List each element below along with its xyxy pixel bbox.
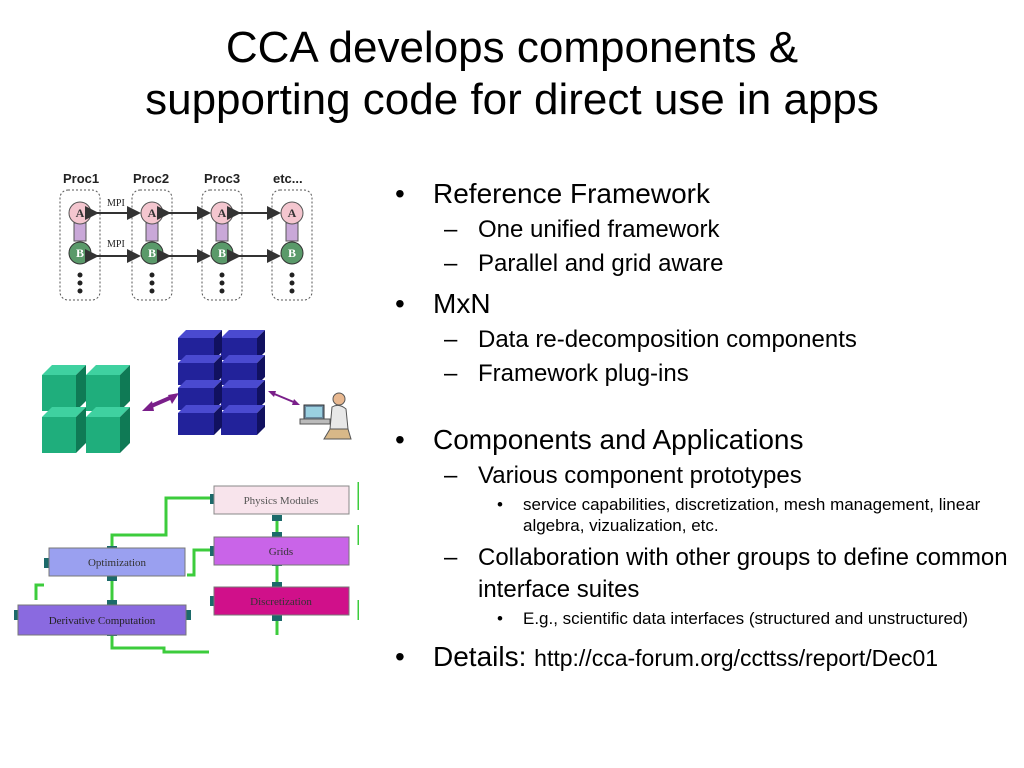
bullet-marker: •	[497, 495, 503, 514]
mxn-right-arrow	[268, 391, 300, 405]
proc-container-etc	[271, 189, 313, 301]
ab-link	[73, 222, 87, 242]
proc-column-2: A B	[140, 201, 164, 294]
proc-label-1: Proc1	[63, 171, 99, 186]
optimization-label: Optimization	[88, 557, 147, 569]
component-diagram: Physics Modules Grids Discretization Opt…	[14, 480, 359, 658]
slide-title: CCA develops components & supporting cod…	[0, 22, 1024, 126]
bullet-marker: •	[395, 424, 405, 455]
proc-label-2: Proc2	[133, 171, 169, 186]
sub-bullet-text: Data re-decomposition components	[478, 326, 857, 353]
proc-diagram: Proc1 Proc2 Proc3 etc... A B A B	[50, 168, 320, 306]
dash-marker: –	[444, 462, 458, 489]
bullet-marker: •	[497, 609, 503, 628]
dash-marker: –	[444, 216, 458, 243]
sub-sub-bullet-eg-scientific: • E.g., scientific data interfaces (stru…	[393, 608, 1018, 629]
node-b-label: B	[148, 246, 156, 260]
proc-column-etc: A B	[280, 201, 304, 294]
bullet-text: Components and Applications	[433, 424, 804, 455]
bullet-text: Reference Framework	[433, 178, 710, 209]
optimization-box: Optimization	[48, 547, 186, 577]
sub-bullet-text: Various component prototypes	[478, 462, 802, 489]
grids-box: Grids	[213, 536, 350, 566]
proc-label-3: Proc3	[204, 171, 240, 186]
green-blocks	[42, 365, 130, 453]
sub-bullet-data-redecomp: – Data re-decomposition components	[393, 324, 1018, 356]
ab-link	[145, 222, 159, 242]
physics-modules-label: Physics Modules	[244, 495, 319, 507]
physics-modules-box: Physics Modules	[213, 485, 350, 515]
discretization-label: Discretization	[250, 596, 312, 608]
proc-container-3	[201, 189, 243, 301]
sub-bullet-parallel-grid: – Parallel and grid aware	[393, 248, 1018, 280]
dash-marker: –	[444, 326, 458, 353]
bullet-components-apps: • Components and Applications	[393, 422, 1018, 458]
node-a-label: A	[148, 206, 157, 220]
bullet-mxn: • MxN	[393, 286, 1018, 322]
details-label: Details:	[433, 641, 527, 672]
grids-label: Grids	[269, 546, 293, 558]
node-a-label: A	[288, 206, 297, 220]
user-at-computer-icon	[299, 392, 352, 440]
sub-bullet-framework-plugins: – Framework plug-ins	[393, 358, 1018, 390]
bullet-list: • Reference Framework – One unified fram…	[393, 170, 1018, 676]
mpi-label-top: MPI	[107, 198, 125, 209]
sub-bullet-text: One unified framework	[478, 216, 720, 243]
sub-bullet-one-unified: – One unified framework	[393, 214, 1018, 246]
bullet-text: MxN	[433, 288, 491, 319]
title-line-1: CCA develops components &	[225, 23, 799, 72]
mpi-label-bottom: MPI	[107, 239, 125, 250]
proc-label-etc: etc...	[273, 171, 303, 186]
sub-bullet-collaboration: – Collaboration with other groups to def…	[393, 542, 1018, 606]
proc-column-3: A B	[210, 201, 234, 294]
blue-blocks	[178, 330, 265, 435]
node-b	[280, 241, 304, 265]
node-b-label: B	[288, 246, 296, 260]
title-line-2: supporting code for direct use in apps	[145, 75, 879, 124]
bullet-reference-framework: • Reference Framework	[393, 176, 1018, 212]
details-url-link[interactable]: http://cca-forum.org/ccttss/report/Dec01	[534, 645, 939, 671]
node-b-label: B	[218, 246, 226, 260]
sub-bullet-text: Parallel and grid aware	[478, 250, 724, 277]
dash-marker: –	[444, 360, 458, 387]
bullet-details: • Details: http://cca-forum.org/ccttss/r…	[393, 639, 1018, 676]
node-a-label: A	[218, 206, 227, 220]
sub-bullet-various-prototypes: – Various component prototypes	[393, 460, 1018, 492]
mxn-diagram	[36, 325, 366, 460]
dash-marker: –	[444, 544, 458, 571]
sub-sub-bullet-text: service capabilities, discretization, me…	[523, 495, 981, 535]
bullet-marker: •	[395, 288, 405, 319]
bullet-marker: •	[395, 178, 405, 209]
sub-bullet-text: Collaboration with other groups to defin…	[478, 544, 1008, 603]
ab-link	[215, 222, 229, 242]
mxn-left-arrow	[142, 393, 179, 411]
sub-sub-bullet-service-caps: • service capabilities, discretization, …	[393, 494, 1018, 536]
node-a-label: A	[76, 206, 85, 220]
proc-column-1: A B	[68, 201, 92, 294]
node-a	[280, 201, 304, 225]
derivative-computation-label: Derivative Computation	[49, 615, 156, 627]
ab-link	[285, 222, 299, 242]
derivative-computation-box: Derivative Computation	[17, 604, 187, 636]
bullet-marker: •	[395, 641, 405, 672]
sub-sub-bullet-text: E.g., scientific data interfaces (struct…	[523, 609, 969, 628]
proc-container-2	[131, 189, 173, 301]
mpi-arrows	[85, 206, 281, 263]
sub-bullet-text: Framework plug-ins	[478, 360, 689, 387]
node-b-label: B	[76, 246, 84, 260]
discretization-box: Discretization	[213, 586, 350, 616]
dash-marker: –	[444, 250, 458, 277]
proc-container-1	[59, 189, 101, 301]
